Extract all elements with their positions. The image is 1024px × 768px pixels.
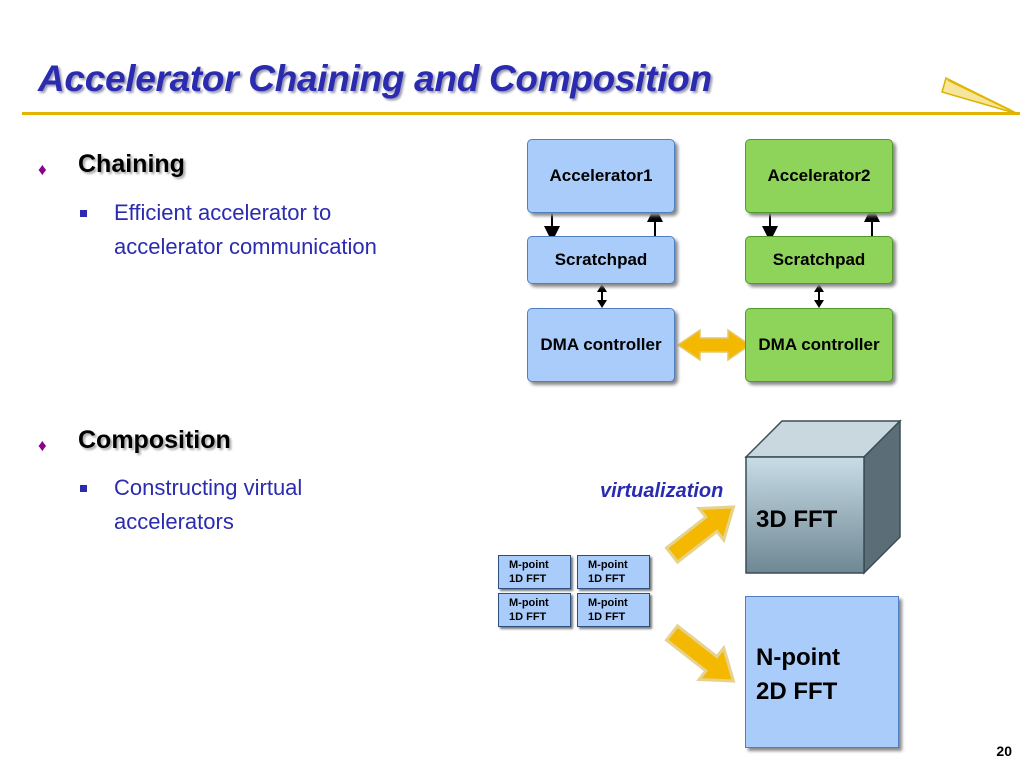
m-point-1d-fft-block: M-point 1D FFT [498,555,571,589]
bullet-heading-composition: Composition [78,426,231,454]
2d-fft-label-line: N-point [756,644,840,671]
bullet-text-chaining: Efficient accelerator to accelerator com… [114,196,377,264]
title-underline [22,112,1020,115]
corner-swoosh-icon [941,76,1019,115]
virtualization-label: virtualization [600,480,724,502]
diamond-bullet-icon: ♦ [38,160,47,179]
block-line: 1D FFT [509,573,547,585]
dma-controller-box-left: DMA controller [527,308,675,382]
2d-fft-label-line: 2D FFT [756,678,838,705]
slide-title: Accelerator Chaining and Composition [38,58,712,99]
bullet-text-line: accelerators [114,509,234,534]
bullet-text-composition: Constructing virtual accelerators [114,471,302,539]
m-point-1d-fft-block: M-point 1D FFT [577,555,650,589]
dma-controller-box-right: DMA controller [745,308,893,382]
3d-fft-cube [744,419,902,575]
scratchpad-box-right: Scratchpad [745,236,893,284]
block-line: 1D FFT [588,611,626,623]
block-line: 1D FFT [509,611,547,623]
m-point-1d-fft-block: M-point 1D FFT [498,593,571,627]
accelerator2-box: Accelerator2 [745,139,893,213]
block-line: M-point [509,559,549,571]
block-line: M-point [509,597,549,609]
3d-fft-label: 3D FFT [756,506,838,533]
arrow-to-3d-fft-icon [664,505,736,565]
diamond-bullet-icon: ♦ [38,436,47,455]
block-line: M-point [588,597,628,609]
bullet-heading-chaining: Chaining [78,150,185,178]
accelerator1-box: Accelerator1 [527,139,675,213]
arrow-to-2d-fft-icon [664,623,736,683]
m-point-1d-fft-block: M-point 1D FFT [577,593,650,627]
page-number: 20 [996,743,1012,759]
square-bullet-icon [80,210,87,217]
2d-fft-box: N-point 2D FFT [745,596,899,748]
bullet-text-line: accelerator communication [114,234,377,259]
scratchpad-box-left: Scratchpad [527,236,675,284]
bullet-text-line: Constructing virtual [114,475,303,500]
bullet-text-line: Efficient accelerator to [114,200,332,225]
block-line: 1D FFT [588,573,626,585]
square-bullet-icon [80,485,87,492]
block-line: M-point [588,559,628,571]
